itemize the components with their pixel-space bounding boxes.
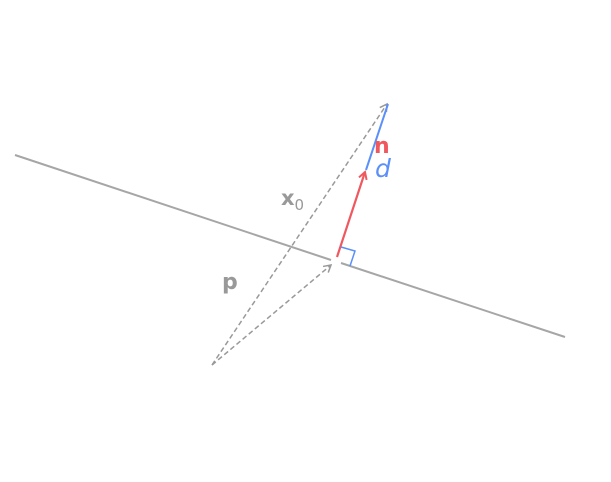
vector-x0 — [211, 102, 388, 366]
label-x0-main: x — [281, 186, 295, 210]
label-n: n — [374, 134, 390, 159]
label-x0-subscript: 0 — [294, 196, 305, 215]
label-d: d — [375, 154, 391, 183]
right-angle-marker — [340, 246, 356, 267]
plane-line-right — [340, 262, 566, 338]
plane-line-left — [14, 154, 332, 261]
vector-p — [211, 264, 333, 366]
normal-vector-n — [335, 172, 365, 258]
distance-segment — [365, 103, 389, 171]
label-x0: x0 — [281, 186, 304, 214]
label-p: p — [222, 270, 238, 295]
